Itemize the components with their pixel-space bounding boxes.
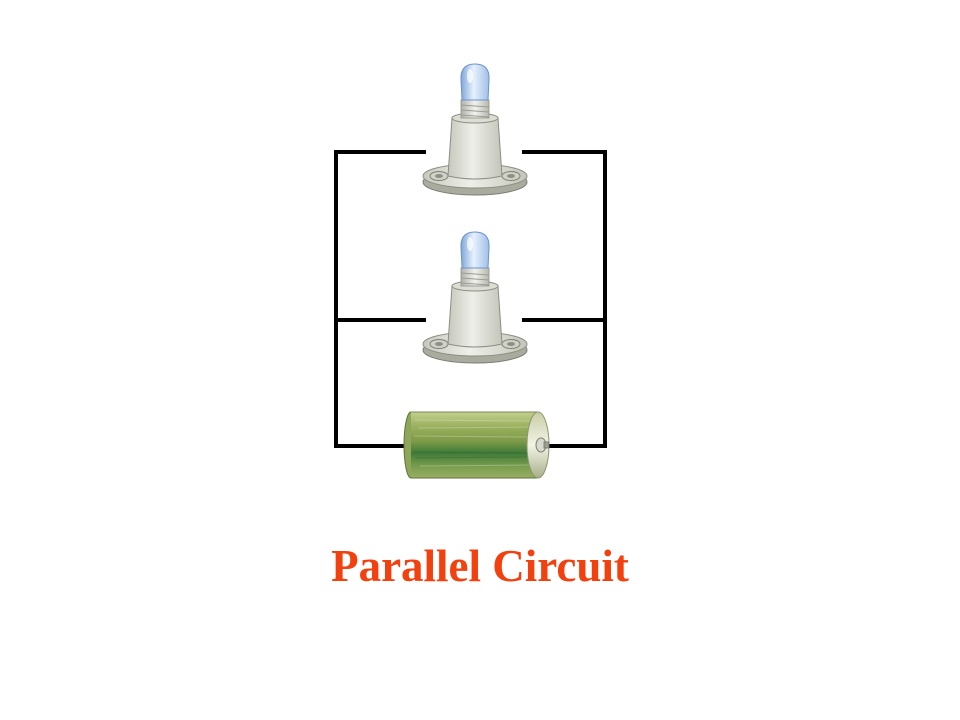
- light-bulb-icon: [422, 231, 528, 364]
- battery-icon: [403, 411, 550, 479]
- page-title: Parallel Circuit: [331, 541, 629, 591]
- wires: [334, 150, 607, 448]
- light-bulb-icon: [422, 63, 528, 196]
